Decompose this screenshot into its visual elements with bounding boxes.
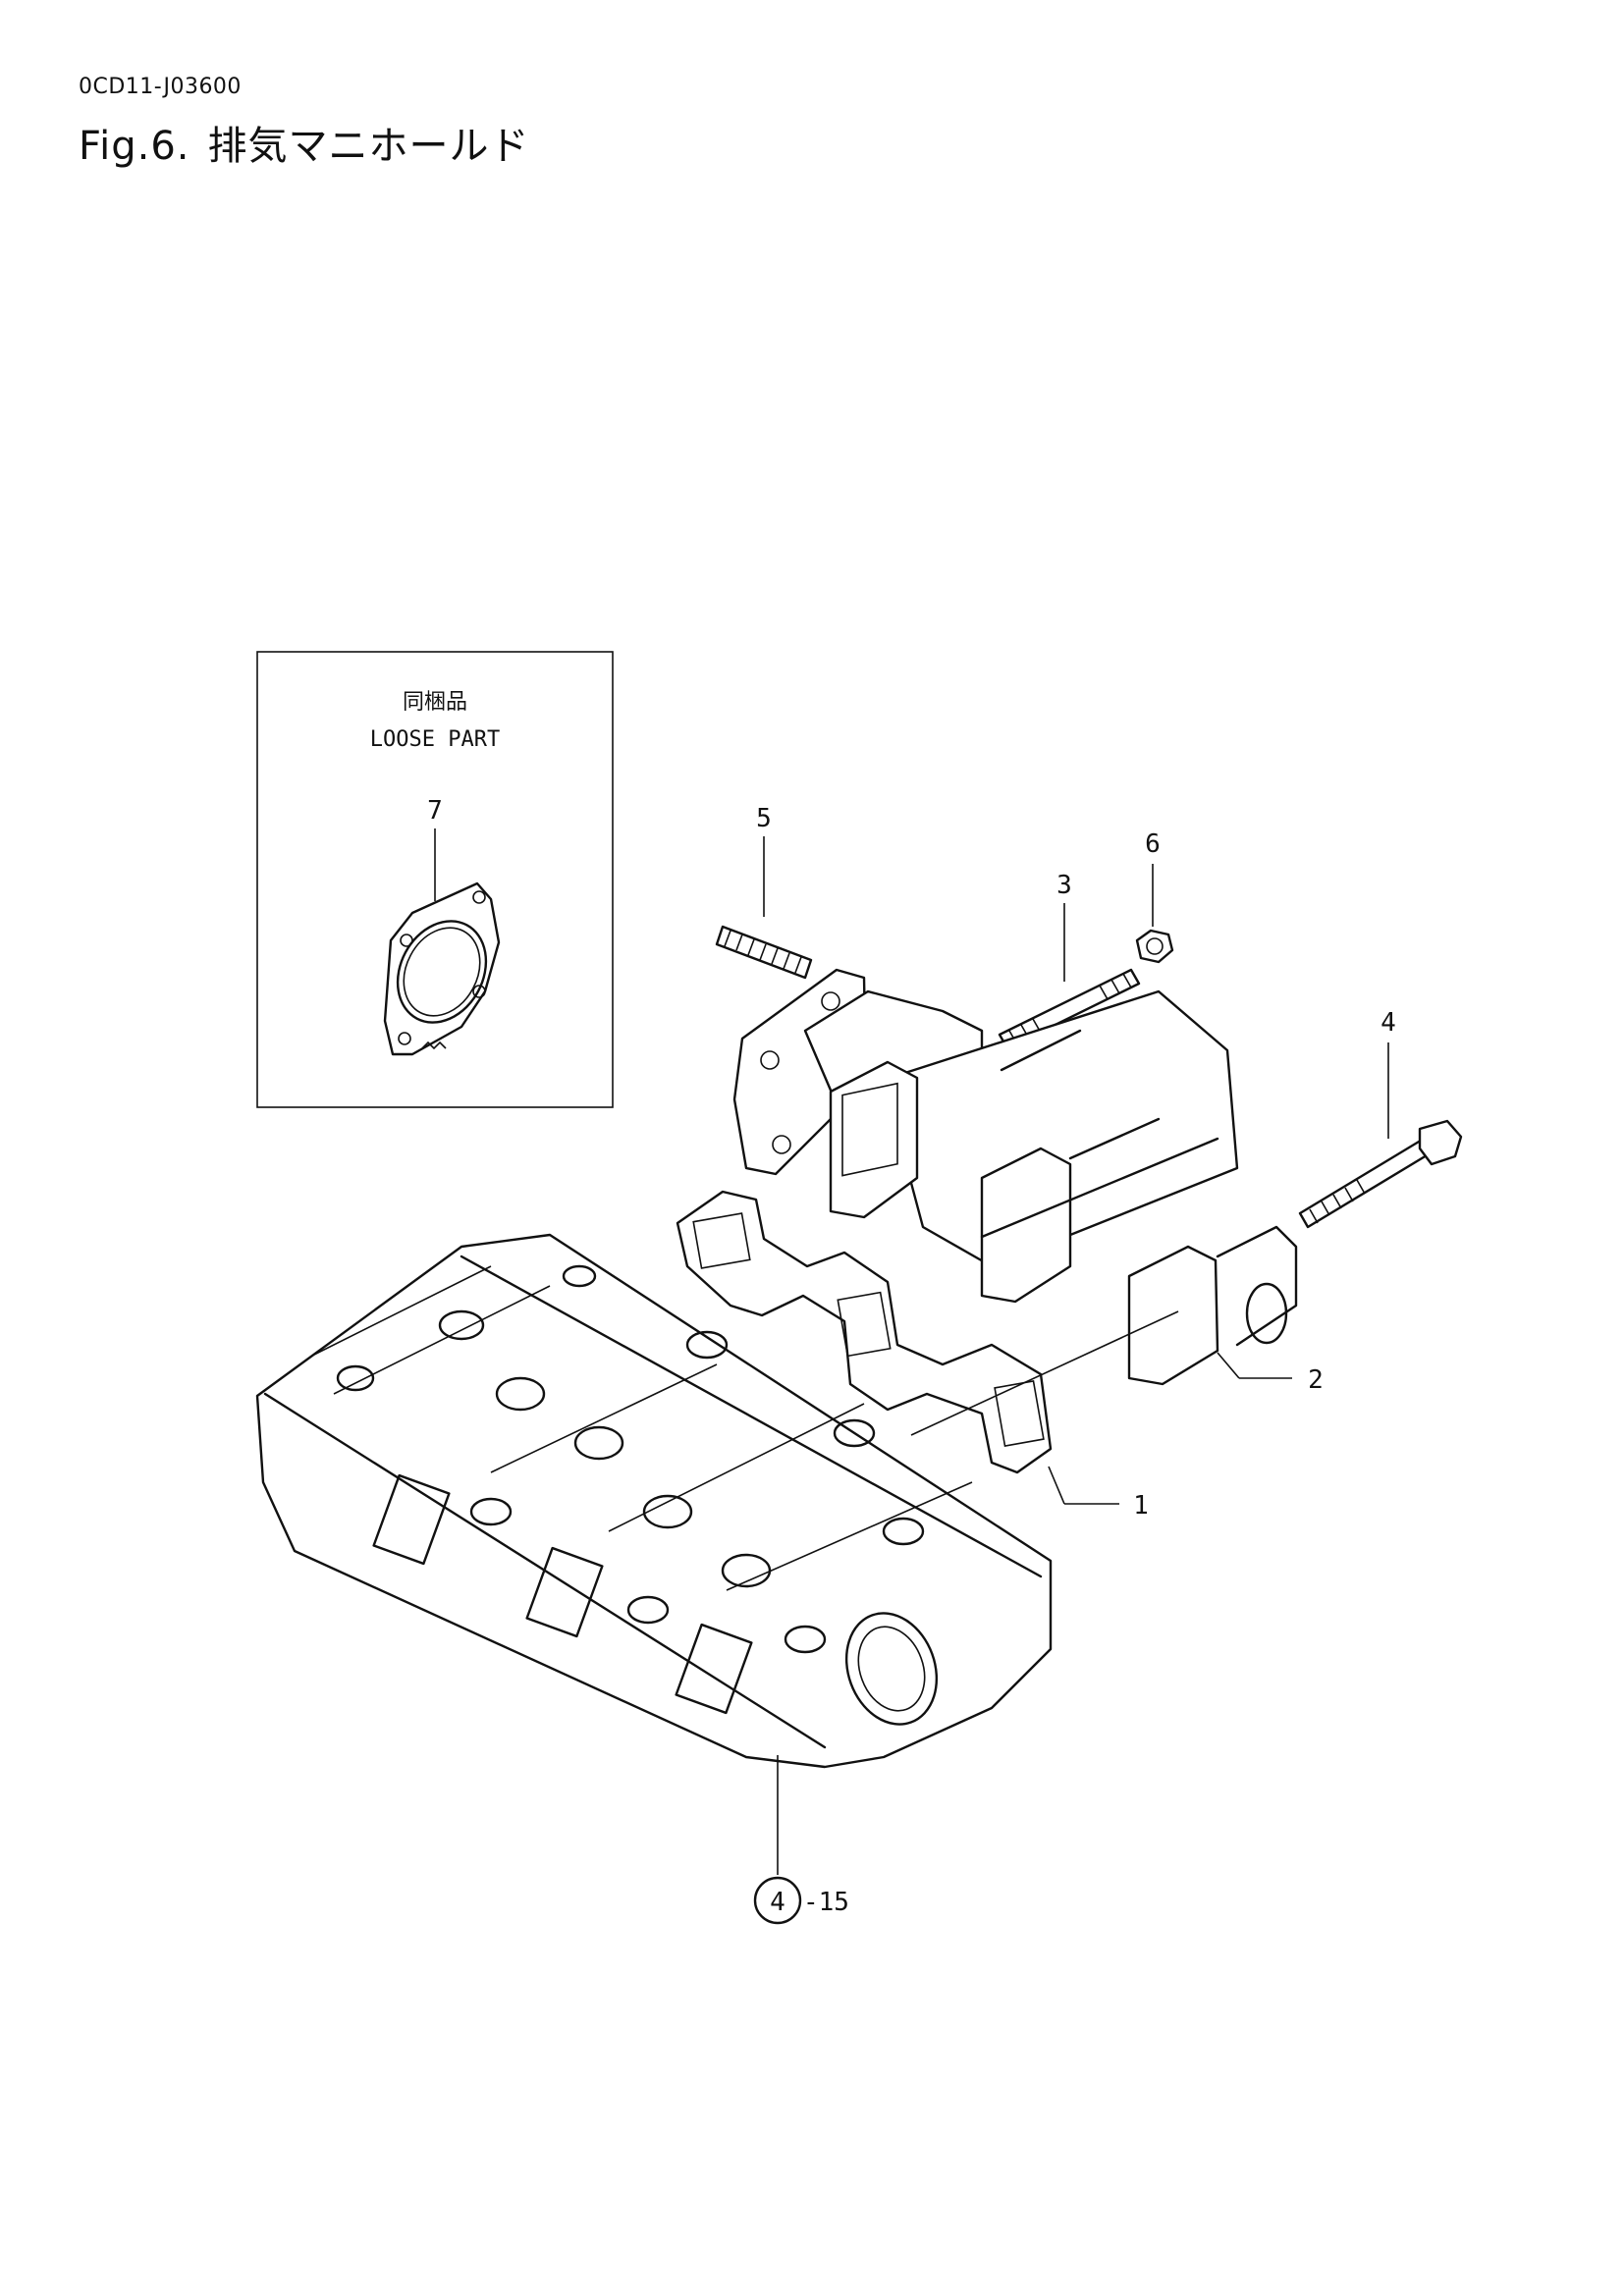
document-code: 0CD11-J03600	[79, 75, 242, 99]
callout-2: 2	[1308, 1365, 1324, 1395]
reference-circle	[753, 1876, 802, 1925]
callout-3: 3	[1056, 871, 1072, 900]
callout-7: 7	[427, 796, 443, 826]
gasket-7-drawing	[383, 881, 501, 1056]
figure-name: 排気マニホールド	[207, 124, 530, 169]
callout-6: 6	[1145, 829, 1161, 859]
stud-bolt-3: 3	[998, 871, 1141, 1050]
exhaust-manifold-2: 2	[732, 968, 1324, 1395]
gasket-1: 1	[676, 1190, 1179, 1521]
loose-part-box: 同梱品 LOOSE PART 7	[256, 651, 614, 1108]
cylinder-head-bosses	[336, 1264, 925, 1654]
cylinder-head: 4 -15	[255, 1233, 1053, 1925]
callout-5: 5	[756, 804, 772, 833]
reference-circle-number: 4	[770, 1888, 785, 1917]
loose-part-label-jp: 同梱品	[403, 690, 467, 715]
reference-suffix: -15	[803, 1888, 849, 1917]
loose-part-label-en: LOOSE PART	[370, 727, 500, 752]
figure-number: Fig.6.	[79, 124, 190, 169]
callout-4: 4	[1380, 1008, 1396, 1038]
callout-1: 1	[1133, 1491, 1149, 1521]
thermostat-outlet	[844, 1612, 939, 1726]
bolt-4: 4	[1298, 1008, 1463, 1229]
figure-title: Fig.6. 排気マニホールド	[79, 114, 547, 171]
cylinder-head-ports	[372, 1473, 753, 1715]
nut-6: 6	[1135, 829, 1174, 964]
stud-bolt-5: 5	[715, 804, 813, 980]
